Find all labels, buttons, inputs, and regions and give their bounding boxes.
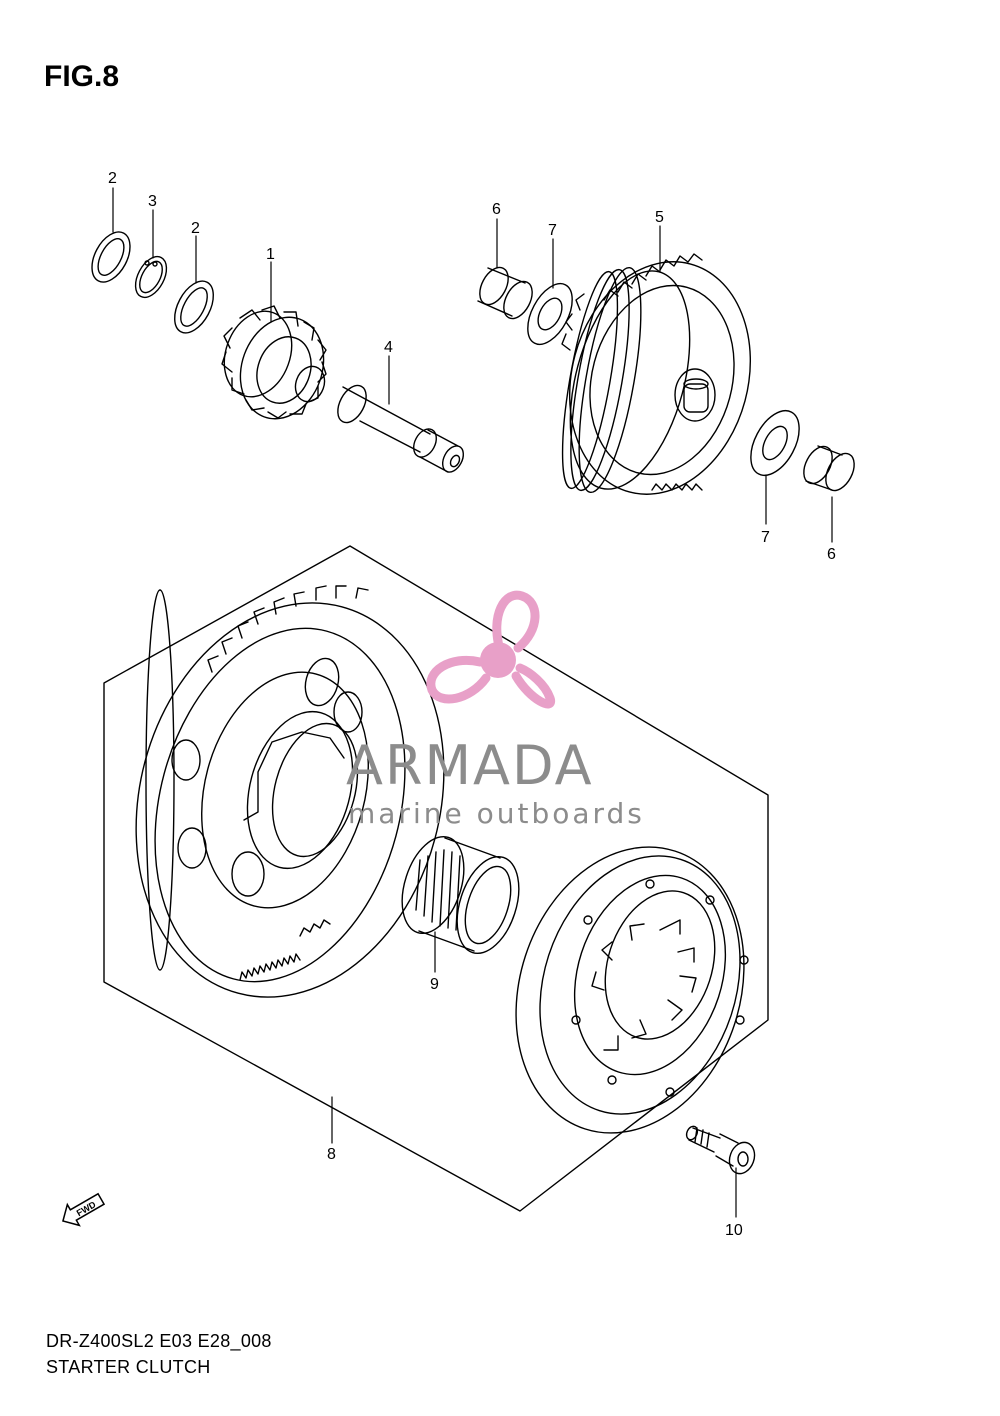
callout-4: 4	[384, 339, 393, 356]
washer-part-2a	[91, 231, 131, 283]
callout-2b: 2	[191, 220, 200, 237]
callout-9: 9	[430, 976, 439, 993]
callout-3: 3	[148, 193, 157, 210]
armada-logo	[426, 590, 556, 709]
bushing-part-6b	[803, 445, 855, 492]
shaft-part-4	[337, 384, 465, 473]
figure-title: FIG.8	[44, 60, 120, 93]
callout-6b: 6	[827, 546, 836, 563]
drawing-name: STARTER CLUTCH	[46, 1357, 211, 1377]
bolt-part-10	[685, 1125, 756, 1175]
needle-bearing-part-9	[401, 835, 520, 955]
callout-8: 8	[327, 1146, 336, 1163]
washer-part-2b	[174, 280, 214, 334]
assembly-frame-part-8	[103, 545, 769, 1212]
washer-part-7b	[750, 410, 800, 476]
idle-gear-part-5	[561, 253, 752, 495]
bushing-part-6a	[477, 266, 533, 320]
callout-2a: 2	[108, 170, 117, 187]
callout-10: 10	[725, 1222, 743, 1239]
watermark-name: ARMADA	[346, 734, 594, 797]
fwd-arrow-icon: FWD	[62, 1192, 106, 1227]
watermark-tagline: marine outboards	[348, 797, 645, 830]
drawing-code: DR-Z400SL2 E03 E28_008	[46, 1331, 272, 1351]
callout-5: 5	[655, 209, 664, 226]
starter-driven-gear	[135, 585, 445, 998]
circlip-part-3	[134, 255, 168, 299]
callout-7a: 7	[548, 222, 557, 239]
gear-part-1	[221, 305, 327, 420]
callout-6a: 6	[492, 201, 501, 218]
callout-1: 1	[266, 246, 275, 263]
callout-7b: 7	[761, 529, 770, 546]
one-way-clutch	[515, 846, 749, 1134]
